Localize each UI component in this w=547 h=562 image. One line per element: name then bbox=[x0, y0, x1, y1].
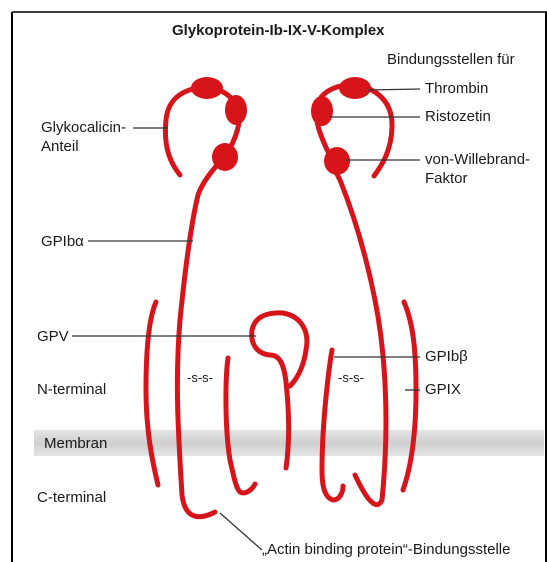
vwf-label-line2: Faktor bbox=[425, 169, 468, 188]
n-terminal-label: N-terminal bbox=[37, 380, 106, 399]
gpv-label: GPV bbox=[37, 327, 69, 346]
ristocetin-site-left bbox=[225, 95, 247, 125]
membrane-label: Membran bbox=[44, 434, 107, 453]
diagram-title: Glykoprotein-Ib-IX-V-Komplex bbox=[172, 21, 385, 40]
vwf-site-left bbox=[212, 143, 238, 171]
gpib-alpha-label: GPIbα bbox=[41, 232, 84, 251]
gpix-right bbox=[403, 302, 416, 490]
thrombin-site-right bbox=[339, 77, 371, 99]
disulfide-bond-left: -s-s- bbox=[187, 368, 213, 387]
thrombin-site-left bbox=[191, 77, 223, 99]
gpix-left bbox=[146, 302, 158, 485]
gpix-label: GPIX bbox=[425, 380, 461, 399]
c-terminal-label: C-terminal bbox=[37, 488, 106, 507]
glycocalicin-label-line1: Glykocalicin- bbox=[41, 118, 126, 137]
vwf-label-line1: von-Willebrand- bbox=[425, 150, 530, 169]
disulfide-bond-right: -s-s- bbox=[338, 368, 364, 387]
glycocalicin-label-line2: Anteil bbox=[41, 137, 79, 156]
ristocetin-label: Ristozetin bbox=[425, 107, 491, 126]
binding-sites-label: Bindungsstellen für bbox=[387, 50, 515, 69]
actin-binding-label: „Actin binding protein“-Bindungsstelle bbox=[262, 540, 510, 559]
gpib-alpha-right-chain bbox=[332, 160, 386, 505]
vwf-site-right bbox=[324, 147, 350, 175]
gpib-beta-label: GPIbβ bbox=[425, 347, 468, 366]
gpv-chain bbox=[252, 313, 307, 468]
ristocetin-site-right bbox=[311, 96, 333, 126]
leader-thrombin bbox=[368, 89, 420, 90]
leader-actin bbox=[220, 513, 262, 550]
gpib-beta-left bbox=[226, 358, 255, 493]
thrombin-label: Thrombin bbox=[425, 79, 488, 98]
